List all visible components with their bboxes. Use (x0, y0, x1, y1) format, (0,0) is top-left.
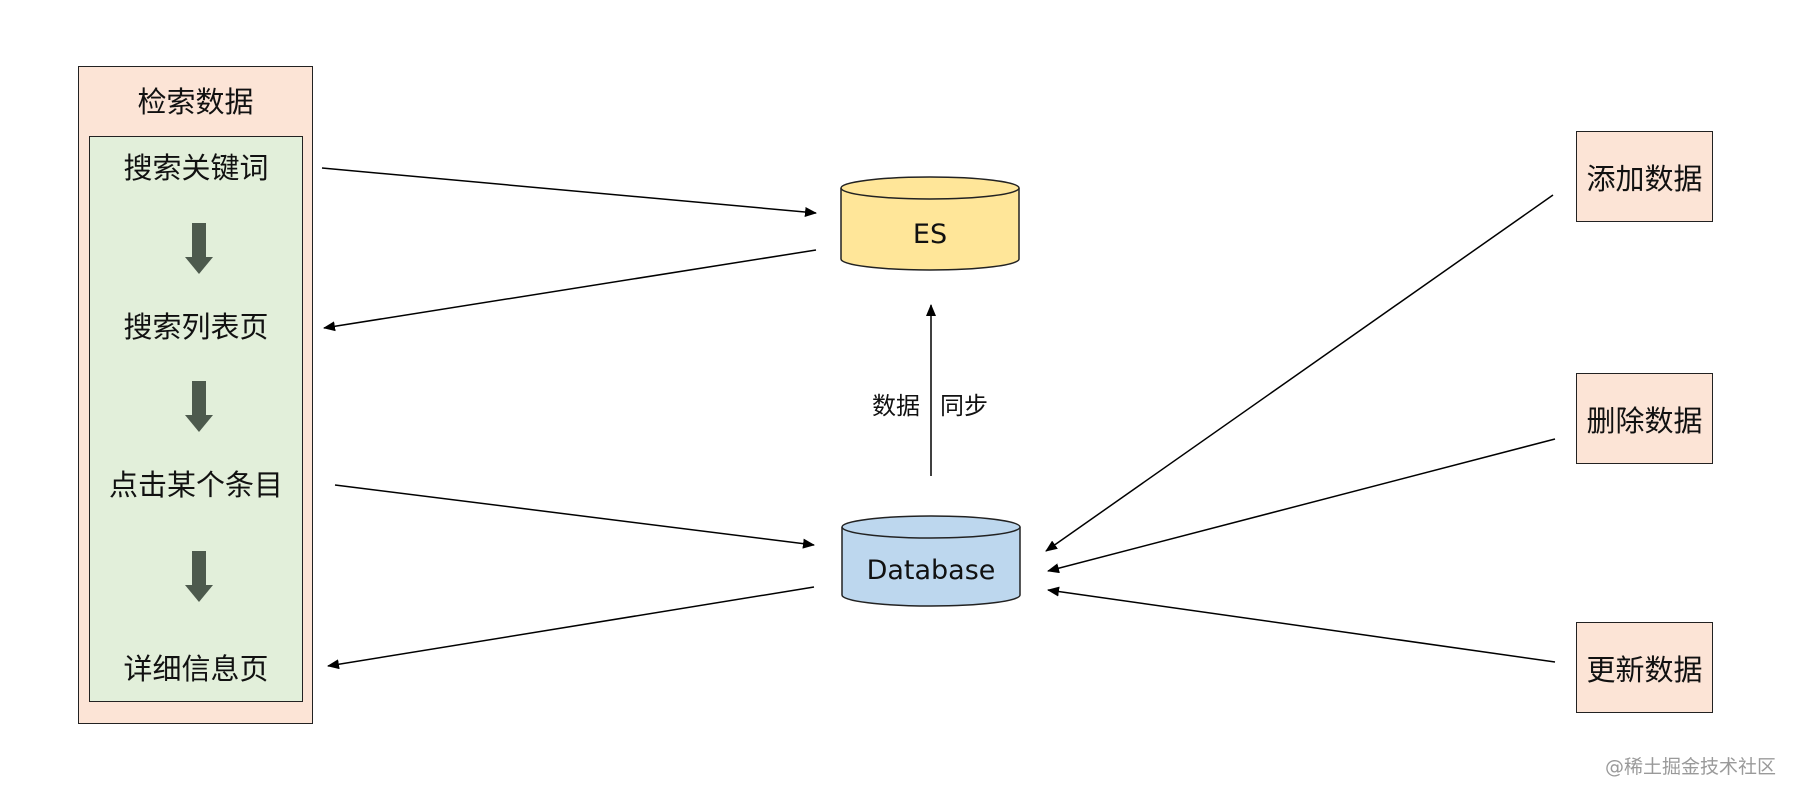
es-cylinder (840, 176, 1020, 271)
delete-data-box: 删除数据 (1576, 373, 1713, 464)
step-arrow-down-icon (185, 381, 213, 432)
step-arrow-down-icon (185, 223, 213, 274)
sync-label-data: 数据 (872, 392, 920, 420)
arrow-add-to-database (1045, 194, 1554, 552)
retrieve-data-title: 检索数据 (137, 85, 254, 119)
arrow-es-to-list (323, 249, 817, 332)
arrow-update-to-database (1047, 586, 1556, 663)
add-data-box: 添加数据 (1576, 131, 1713, 222)
step-detail-page: 详细信息页 (123, 652, 269, 686)
es-label: ES (912, 219, 948, 250)
step-click-item: 点击某个条目 (108, 468, 283, 502)
database-cylinder (841, 515, 1021, 607)
database-label: Database (866, 555, 996, 586)
update-data-box: 更新数据 (1576, 622, 1713, 713)
arrow-delete-to-database (1047, 438, 1556, 574)
step-arrow-down-icon (185, 551, 213, 602)
arrow-keyword-to-es (321, 167, 817, 217)
step-search-list-page: 搜索列表页 (123, 310, 269, 344)
arrow-database-to-detail (327, 586, 815, 670)
watermark: @稀土掘金技术社区 (1604, 756, 1776, 778)
sync-label-sync: 同步 (940, 392, 988, 420)
arrow-click-to-database (334, 484, 815, 549)
step-search-keyword: 搜索关键词 (123, 151, 269, 185)
